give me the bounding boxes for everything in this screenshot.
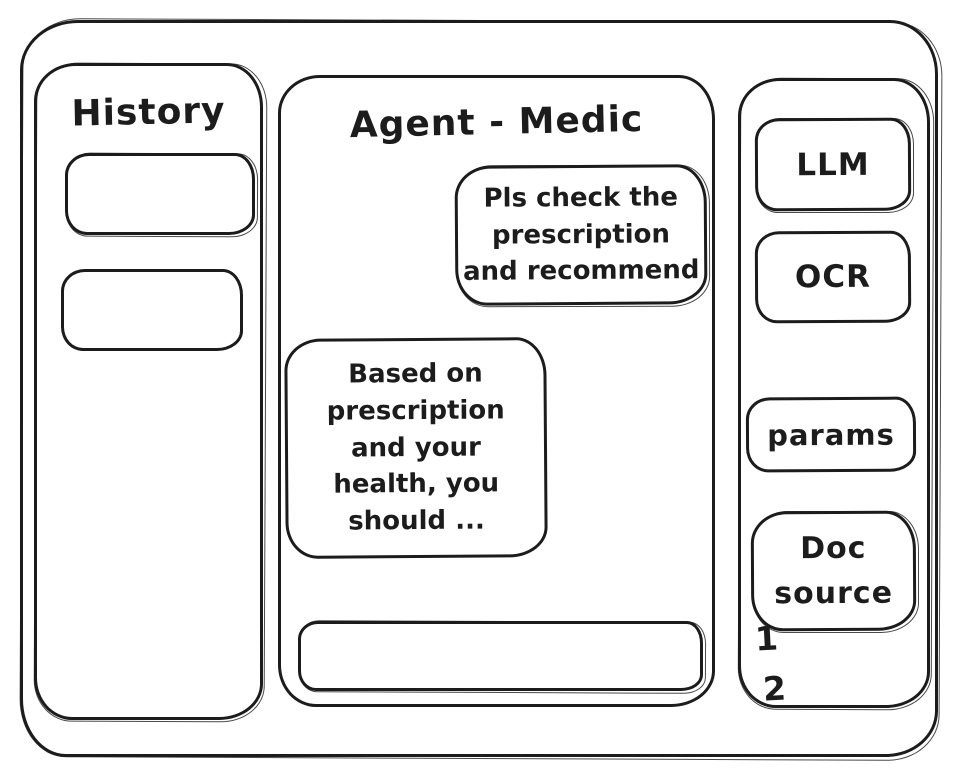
ocr-button-label: OCR xyxy=(794,258,872,296)
message-line: and recommend xyxy=(462,255,700,288)
message-line: and your xyxy=(350,432,482,463)
history-title: History xyxy=(71,90,226,135)
params-button-label: params xyxy=(767,417,895,452)
user-message-bubble: Pls check the prescription and recommend xyxy=(454,164,708,306)
llm-button-label: LLM xyxy=(796,146,870,183)
ocr-button[interactable]: OCR xyxy=(754,230,912,324)
params-button[interactable]: params xyxy=(745,396,917,473)
doc-source-label-line: source xyxy=(774,575,894,612)
doc-source-button[interactable]: Doc source xyxy=(750,510,917,632)
message-line: should ... xyxy=(348,505,485,537)
message-line: Pls check the xyxy=(483,181,679,214)
message-line: prescription xyxy=(491,218,671,251)
composer-bar xyxy=(298,621,703,691)
message-input[interactable] xyxy=(301,624,700,688)
doc-source-item-1[interactable]: 1 xyxy=(753,618,779,659)
llm-button[interactable]: LLM xyxy=(754,117,912,212)
chat-panel: Agent - Medic Pls check the prescription… xyxy=(278,75,715,707)
doc-source-label-line: Doc xyxy=(800,530,867,567)
chat-title: Agent - Medic xyxy=(349,98,644,147)
assistant-message-bubble: Based on prescription and your health, y… xyxy=(284,337,548,559)
doc-source-item-2[interactable]: 2 xyxy=(761,668,787,709)
tools-panel: LLM OCR params Doc source 1 2 xyxy=(738,78,930,709)
message-line: health, you xyxy=(333,468,500,501)
message-line: Based on xyxy=(348,358,483,390)
history-panel: History xyxy=(34,63,263,720)
history-item[interactable] xyxy=(61,269,243,351)
message-line: prescription xyxy=(326,395,505,427)
history-item[interactable] xyxy=(65,153,255,235)
